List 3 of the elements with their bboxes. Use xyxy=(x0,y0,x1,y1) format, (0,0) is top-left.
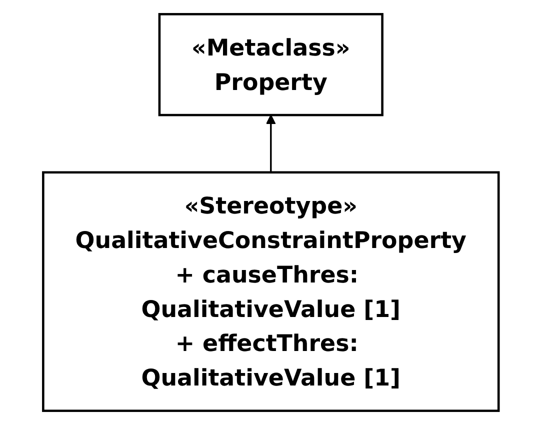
node-box: «Metaclass» Property xyxy=(158,13,384,116)
node-box: «Stereotype» QualitativeConstraintProperty + causeThres: QualitativeValue [1] + effectThres: QualitativeValue [1] xyxy=(42,171,500,412)
arrow xyxy=(265,114,276,172)
